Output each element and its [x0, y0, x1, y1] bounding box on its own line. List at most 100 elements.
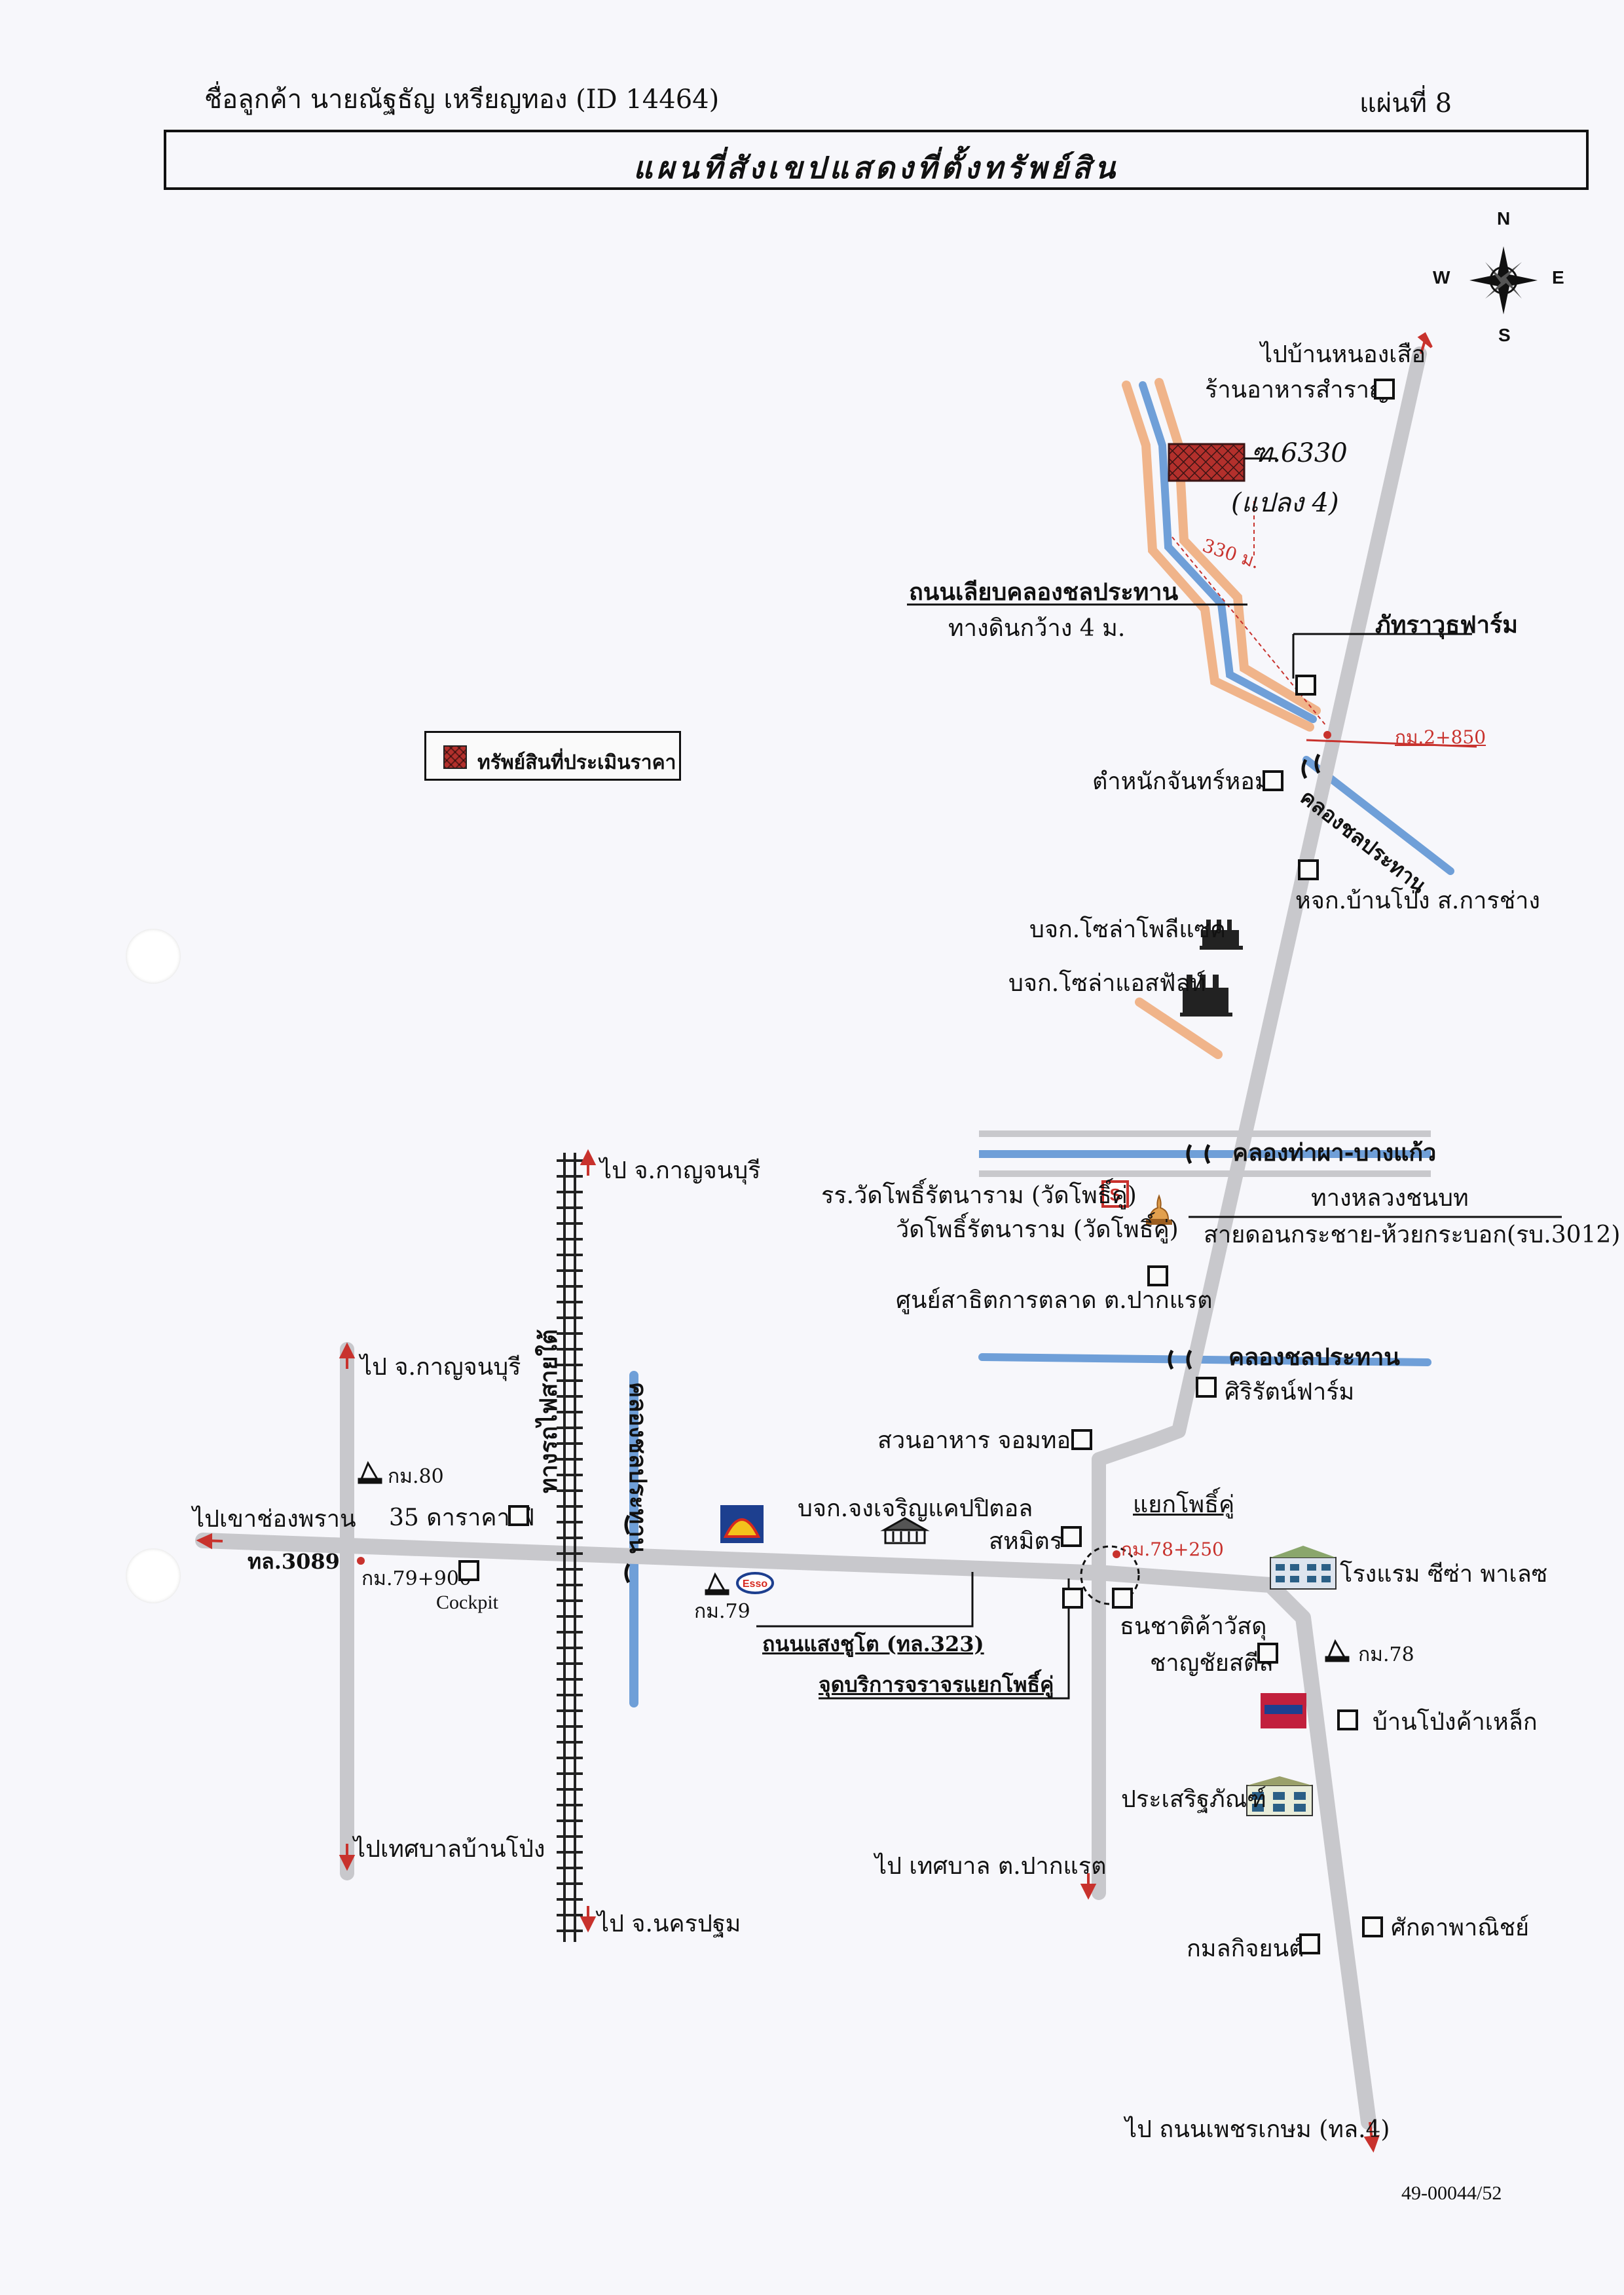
label-kamon: กมลกิจยนต์	[1187, 1935, 1304, 1962]
place-marker	[1196, 1377, 1217, 1398]
compass-s: S	[1498, 325, 1511, 345]
compass-n: N	[1497, 208, 1511, 229]
label-railway: ทางรถไฟสายใต้	[535, 1329, 563, 1494]
roads	[195, 346, 1427, 2130]
label-ban-pong-steel: บ้านโป่งค้าเหล็ก	[1373, 1709, 1538, 1736]
parcel-note-2: (แปลง 4)	[1231, 488, 1339, 518]
title-box: แผนที่สังเขปแสดงที่ตั้งทรัพย์สิน	[164, 130, 1589, 190]
customer-line: ชื่อลูกค้า นายณัฐธัญ เหรียญทอง (ID 14464…	[204, 84, 720, 115]
label-chom-thong: สวนอาหาร จอมทอง	[877, 1427, 1082, 1454]
label-to-kanchanaburi-top: ไป จ.กาญจนบุรี	[600, 1157, 761, 1184]
label-dirt-road: ทางดินกว้าง 4 ม.	[948, 615, 1126, 642]
page-title: แผนที่สังเขปแสดงที่ตั้งทรัพย์สิน	[633, 150, 1119, 185]
label-km-78250: กม.78+250	[1121, 1539, 1224, 1560]
place-marker	[1071, 1429, 1092, 1450]
hotel-icon	[1270, 1546, 1337, 1590]
label-km-78: กม.78	[1358, 1643, 1414, 1666]
label-siri-farm: ศิริรัตน์ฟาร์ม	[1225, 1379, 1355, 1406]
label-to-pak-raet-muni: ไป เทศบาล ต.ปากแรต	[875, 1853, 1107, 1880]
store-icon	[1261, 1693, 1306, 1728]
punch-hole-top	[126, 929, 181, 984]
label-pattara-farm: ภัทราวุธฟาร์ม	[1375, 611, 1518, 639]
esso-logo-icon: Esso	[736, 1572, 774, 1594]
place-marker	[1112, 1588, 1133, 1609]
label-km-80: กม.80	[388, 1465, 444, 1488]
place-marker	[1147, 1265, 1168, 1286]
label-wat: วัดโพธิ์รัตนาราม (วัดโพธิ์คู่)	[896, 1216, 1179, 1243]
compass-icon	[1469, 246, 1538, 314]
label-ban-pong-partnership: หจก.บ้านโป่ง ส.การช่าง	[1295, 887, 1540, 914]
label-chaloen-capital: บจก.จงเจริญแคปปิตอล	[798, 1495, 1033, 1522]
svg-text:Esso: Esso	[743, 1578, 767, 1590]
building-icon	[880, 1517, 930, 1544]
place-marker	[508, 1505, 529, 1526]
label-intersection: แยกโพธิ์คู่	[1133, 1491, 1235, 1518]
label-chanyuchai: ชาญชัยสตีล	[1150, 1650, 1274, 1677]
label-hwy-3089: ทล.3089	[248, 1549, 340, 1574]
label-km-79900: กม.79+900	[361, 1567, 472, 1590]
label-saeng-chuto: ถนนแสงชูโต (ทล.323)	[762, 1632, 984, 1656]
factory-icon	[1180, 975, 1232, 1017]
parcel-note-1: ฑ.6330	[1251, 438, 1348, 468]
label-rural-road: ทางหลวงชนบท	[1311, 1185, 1469, 1212]
label-samran: ร้านอาหารสำราญ	[1205, 377, 1390, 403]
canal-lower-horizontal	[978, 1353, 1431, 1366]
label-thanachat: ธนชาติค้าวัสดุ	[1120, 1613, 1267, 1640]
legend-swatch	[443, 745, 467, 769]
bridge-marks	[624, 753, 1321, 1584]
label-school-wat: รร.วัดโพธิ์รัตนาราม (วัดโพธิ์คู่)	[821, 1182, 1137, 1209]
place-marker	[1362, 1916, 1383, 1937]
shell-logo-icon	[720, 1505, 764, 1543]
temple-icon	[1146, 1194, 1172, 1225]
shophouse-icon	[1246, 1776, 1313, 1816]
label-to-phetkasem: ไป ถนนเพชรเกษม (ทล.4)	[1125, 2116, 1390, 2143]
label-canal-tha-pha: คลองท่าผา-บางแก้ว	[1232, 1139, 1437, 1166]
label-canal-vertical: คลองชลประทาน	[624, 1382, 652, 1554]
railway-track	[557, 1153, 583, 1942]
label-sahamit: สหมิตร	[989, 1528, 1063, 1555]
factory-icon	[1200, 920, 1243, 950]
svg-text:S: S	[1109, 1185, 1120, 1204]
place-marker	[1061, 1526, 1082, 1547]
label-solar-poly: บจก.โซล่าโพลีแซค	[1029, 916, 1227, 943]
legend: ทรัพย์สินที่ประเมินราคา	[424, 731, 681, 781]
label-to-khao-chong-phran: ไปเขาช่องพราน	[193, 1506, 356, 1533]
direction-arrows	[196, 332, 1433, 2153]
place-marker	[1299, 1933, 1320, 1954]
label-rural-road-line: สายดอนกระชาย-ห้วยกระบอก(รบ.3012)	[1204, 1222, 1621, 1248]
label-to-ban-pong-muni: ไปเทศบาลบ้านโป่ง	[354, 1836, 545, 1863]
leader-lines	[756, 603, 1562, 1700]
place-marker	[458, 1560, 479, 1581]
place-marker	[1337, 1709, 1358, 1730]
gas-station-icon	[705, 1572, 729, 1595]
label-to-kanchanaburi-left: ไป จ.กาญจนบุรี	[360, 1354, 521, 1381]
legend-label: ทรัพย์สินที่ประเมินราคา	[477, 751, 676, 774]
label-cockpit: Cockpit	[436, 1592, 498, 1613]
compass-e: E	[1552, 267, 1564, 288]
place-marker	[1062, 1588, 1083, 1609]
label-to-nakhon-pathom: ไป จ.นครปฐม	[597, 1911, 741, 1937]
label-canal-road: ถนนเลียบคลองชลประทาน	[909, 578, 1179, 606]
label-sakda: ศักดาพาณิชย์	[1391, 1914, 1530, 1941]
doc-number: 49-00044/52	[1401, 2182, 1502, 2204]
compass-w: W	[1433, 267, 1450, 288]
label-solar-asphalt: บจก.โซล่าแอสฟัลท์	[1008, 970, 1206, 997]
school-icon: S	[1101, 1180, 1129, 1208]
label-km-79: กม.79	[694, 1600, 750, 1623]
gas-station-icon	[1325, 1639, 1350, 1662]
canal-banks	[1122, 378, 1321, 1059]
punch-hole-bottom	[126, 1548, 181, 1603]
label-hotel: โรงแรม ซีซ่า พาเลซ	[1340, 1561, 1548, 1588]
label-prasert: ประเสริฐภัณฑ์	[1121, 1786, 1267, 1813]
label-traffic-post: จุดบริการจราจรแยกโพธิ์คู่	[819, 1672, 1054, 1697]
place-marker	[1257, 1643, 1278, 1664]
label-chan-hom: ตำหนักจันทร์หอม	[1092, 768, 1270, 795]
label-km-2850: กม.2+850	[1395, 726, 1486, 748]
gas-station-icon	[358, 1461, 382, 1484]
sheet-number: แผ่นที่ 8	[1359, 88, 1452, 119]
intersection-marker	[1080, 1545, 1140, 1605]
place-marker	[1295, 675, 1316, 696]
place-marker	[1374, 379, 1395, 400]
